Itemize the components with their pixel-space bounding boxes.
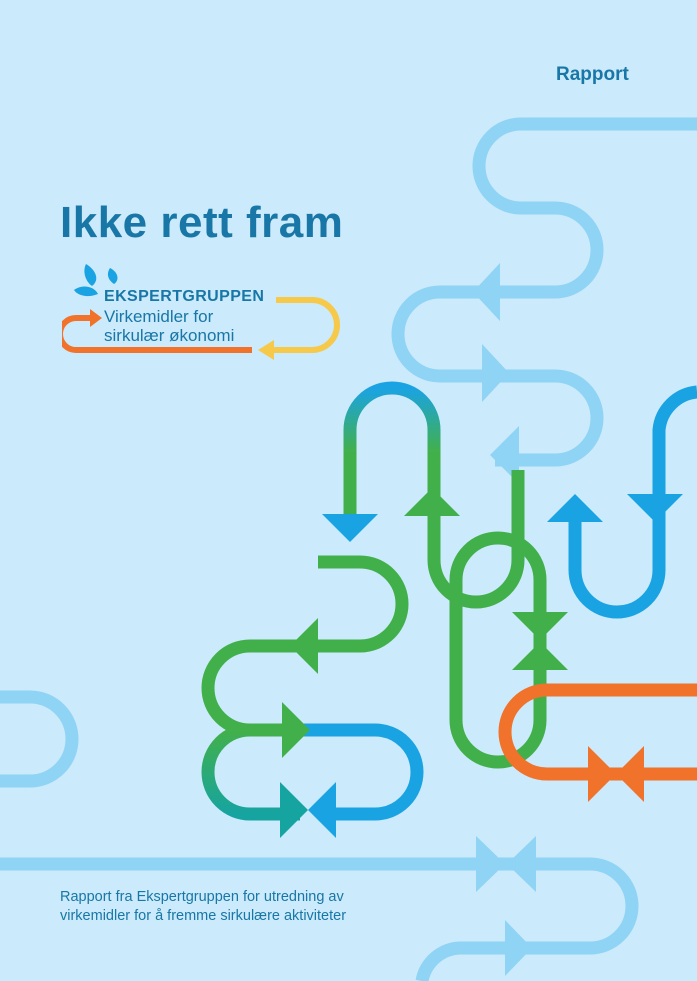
- logo-name: EKSPERTGRUPPEN: [104, 288, 265, 305]
- teal-path-left: [201, 723, 300, 821]
- blue-path-left: [300, 723, 424, 821]
- light-arrow-4: [476, 836, 505, 892]
- green-arrow-up-2: [512, 642, 568, 670]
- light-path-bottom: [0, 857, 639, 981]
- leaf-icon: [84, 264, 97, 286]
- green-arrow-down-1: [512, 612, 568, 640]
- teal-arrow-right-1: [280, 782, 308, 838]
- light-arrow-5: [507, 836, 536, 892]
- document-type-label: Rapport: [556, 64, 629, 85]
- blue-path-right: [568, 385, 697, 619]
- light-path-top: [391, 117, 697, 467]
- page-title: Ikke rett fram: [60, 198, 344, 247]
- blue-arrow-left-1: [308, 782, 336, 838]
- blue-arrow-down-2: [627, 494, 683, 522]
- green-arrow-up-1: [404, 488, 460, 516]
- orange-arrow-icon: [90, 309, 102, 327]
- leaf-icon: [74, 286, 98, 297]
- report-subtitle: Rapport fra Ekspertgruppen for utredning…: [60, 888, 480, 926]
- orange-path-right: [498, 683, 697, 781]
- logo-line-2: sirkulær økonomi: [104, 326, 235, 345]
- orange-arrow-left-1: [616, 746, 644, 802]
- logo-line-1: Virkemidler for: [104, 307, 214, 326]
- light-arrow-3: [490, 426, 519, 484]
- green-loop-center: [449, 531, 547, 769]
- light-arrow-2: [482, 344, 509, 402]
- yellow-arrow-icon: [258, 340, 274, 360]
- subtitle-line-2: virkemidler for å fremme sirkulære aktiv…: [60, 908, 347, 924]
- blue-arrow-down-1: [322, 514, 378, 542]
- blue-arrow-up-1: [547, 494, 603, 522]
- light-arrow-6: [505, 920, 532, 976]
- light-arrow-1: [473, 263, 500, 321]
- green-arrow-right-1: [282, 702, 310, 758]
- subtitle-line-1: Rapport fra Ekspertgruppen for utredning…: [60, 889, 344, 905]
- logo-graphic: [62, 264, 340, 360]
- light-path-left: [0, 690, 79, 788]
- orange-arrow-right-1: [588, 746, 616, 802]
- green-arrow-left-1: [290, 618, 318, 674]
- leaf-icon: [107, 268, 118, 284]
- ekspertgruppen-logo: EKSPERTGRUPPEN Virkemidler for sirkulær …: [62, 262, 342, 372]
